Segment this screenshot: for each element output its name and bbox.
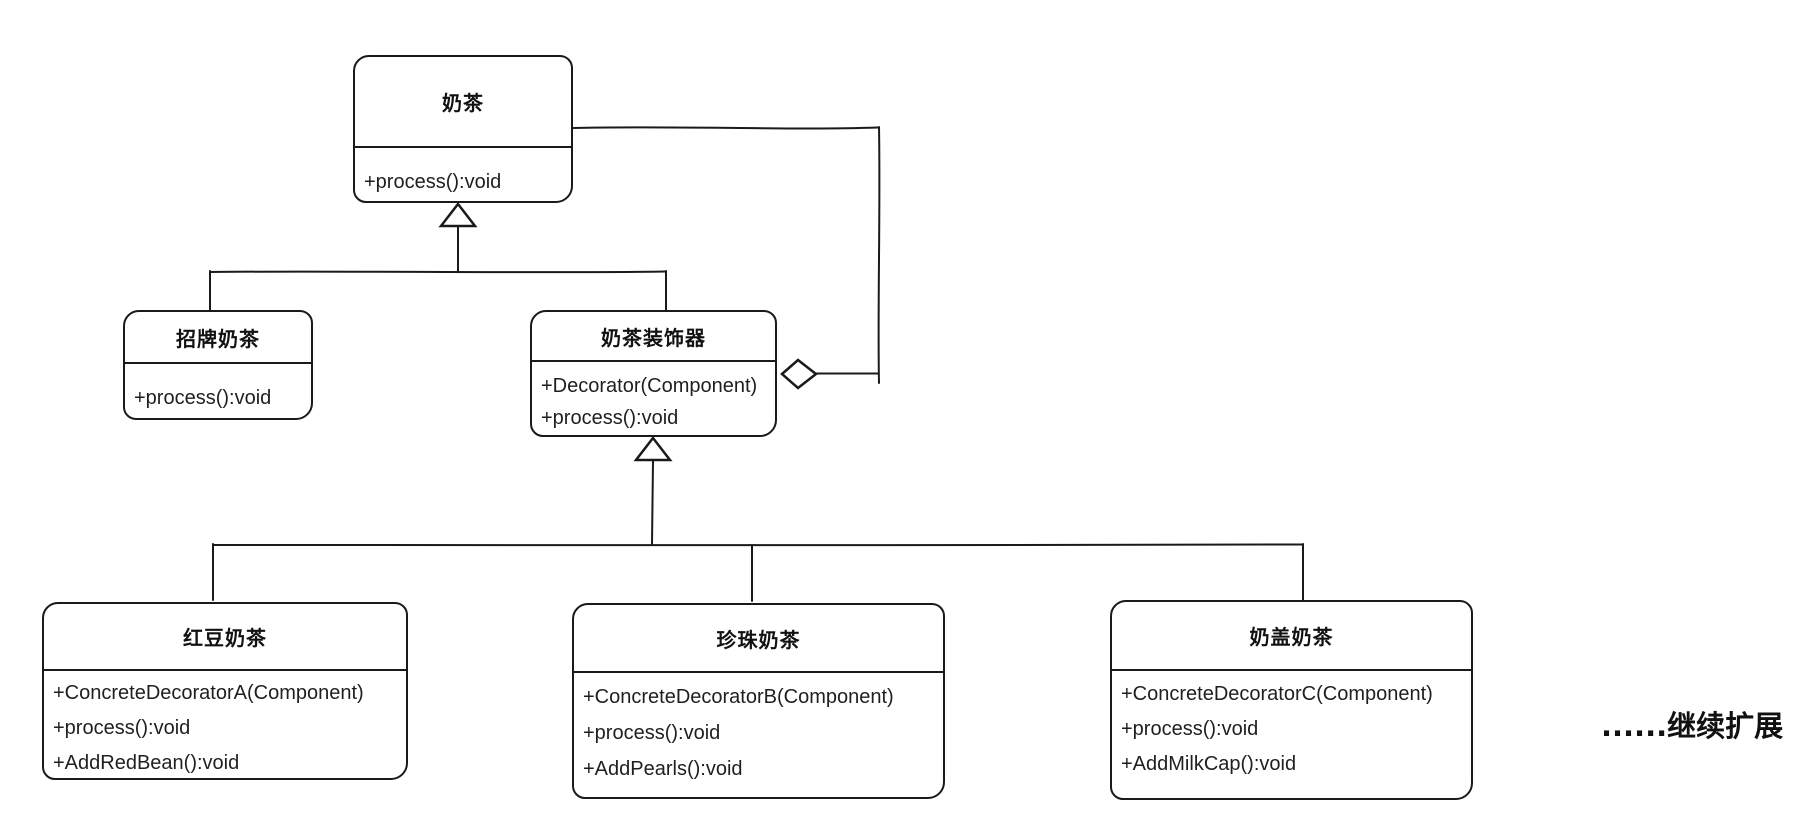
class-box-signature-milk-tea: 招牌奶茶 +process():void: [123, 310, 313, 420]
aggregation-connector: [572, 126, 881, 390]
class-title: 招牌奶茶: [125, 312, 311, 364]
class-members: +ConcreteDecoratorC(Component) +process(…: [1112, 671, 1471, 782]
connector-line: [877, 126, 881, 384]
inheritance-arrow-icon: [633, 435, 673, 462]
class-box-milk-tea-decorator: 奶茶装饰器 +Decorator(Component) +process():v…: [530, 310, 777, 437]
class-member: +AddMilkCap():void: [1121, 753, 1297, 775]
class-member: +ConcreteDecoratorC(Component): [1121, 683, 1433, 705]
class-title: 珍珠奶茶: [574, 605, 943, 673]
class-title: 奶茶装饰器: [532, 312, 775, 362]
inheritance-connector-top: [209, 201, 667, 313]
class-member: +AddPearls():void: [583, 758, 743, 780]
class-box-red-bean-milk-tea: 红豆奶茶 +ConcreteDecoratorA(Component) +pro…: [42, 602, 408, 780]
class-member: +ConcreteDecoratorB(Component): [583, 686, 894, 708]
connector-line: [209, 270, 667, 274]
class-member: +ConcreteDecoratorA(Component): [53, 682, 364, 704]
class-title: 奶茶: [355, 57, 571, 148]
connector-line: [651, 460, 654, 545]
aggregation-diamond-icon: [780, 358, 819, 390]
class-member: +process():void: [541, 407, 679, 429]
continue-expansion-note: ......继续扩展: [1601, 709, 1784, 743]
class-member: +process():void: [53, 717, 191, 739]
class-members: +ConcreteDecoratorA(Component) +process(…: [44, 671, 406, 781]
class-member: +process():void: [583, 722, 721, 744]
class-members: +process():void: [355, 148, 571, 198]
class-title: 红豆奶茶: [44, 604, 406, 671]
class-members: +ConcreteDecoratorB(Component) +process(…: [574, 673, 943, 787]
class-title: 奶盖奶茶: [1112, 602, 1471, 671]
connector-line: [572, 126, 879, 130]
class-member: +AddRedBean():void: [53, 752, 240, 774]
class-members: +Decorator(Component) +process():void: [532, 362, 775, 434]
inheritance-arrow-icon: [438, 201, 478, 228]
class-member: +Decorator(Component): [541, 375, 758, 397]
class-members: +process():void: [125, 364, 311, 414]
inheritance-connector-bottom: [212, 435, 1304, 602]
class-box-milk-tea: 奶茶 +process():void: [353, 55, 573, 203]
class-member: +process():void: [364, 171, 502, 193]
class-member: +process():void: [1121, 718, 1259, 740]
connector-line: [212, 543, 1304, 547]
class-box-milk-cap-milk-tea: 奶盖奶茶 +ConcreteDecoratorC(Component) +pro…: [1110, 600, 1473, 800]
class-member: +process():void: [134, 387, 272, 409]
class-box-pearl-milk-tea: 珍珠奶茶 +ConcreteDecoratorB(Component) +pro…: [572, 603, 945, 799]
